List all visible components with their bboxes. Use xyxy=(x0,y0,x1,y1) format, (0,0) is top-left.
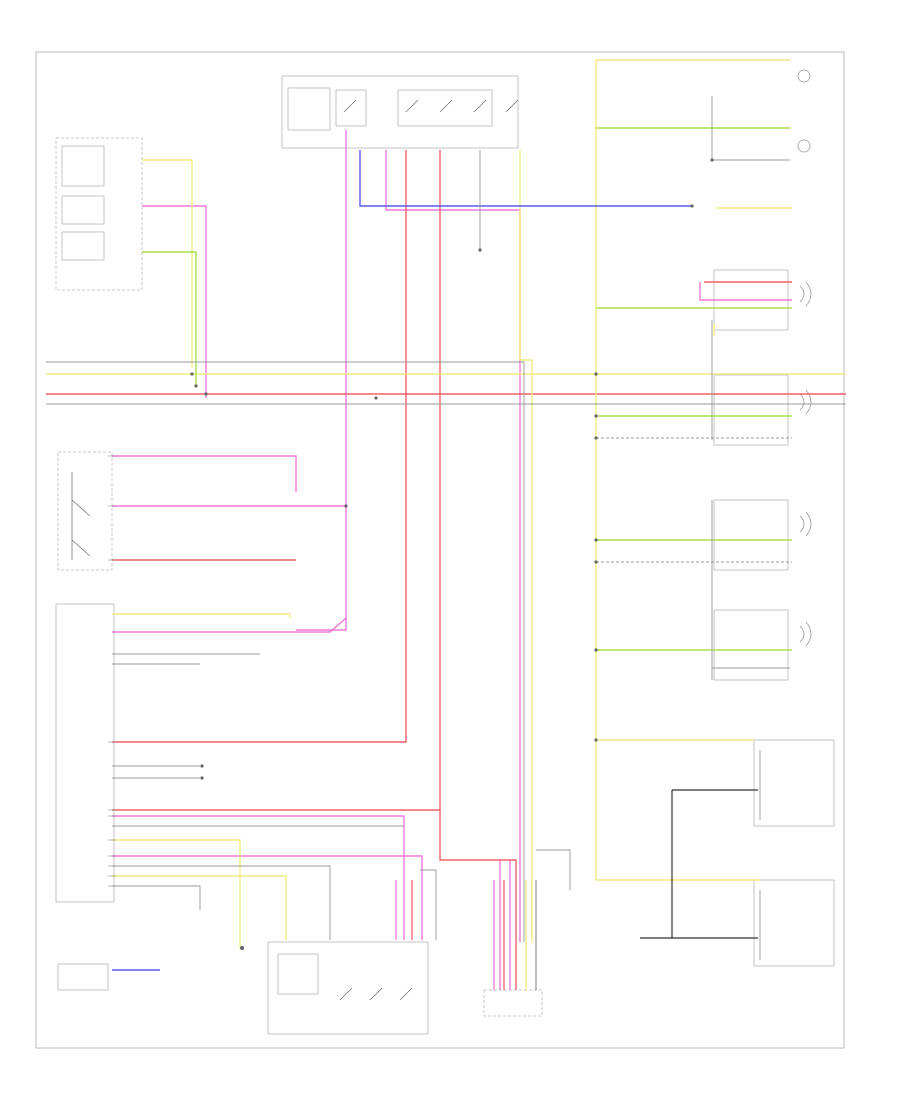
green-wire-top-left xyxy=(142,251,197,386)
bottom-center-connector xyxy=(483,989,543,1017)
switch-contacts xyxy=(71,99,519,1001)
yellow-wire-module xyxy=(112,613,291,618)
red-wires xyxy=(46,150,846,990)
splice-points xyxy=(190,158,714,950)
red-wire-to-bottom xyxy=(439,810,517,990)
bottom-left-connector xyxy=(57,963,109,991)
yellow-wire-left-low xyxy=(112,839,241,948)
black-wires xyxy=(640,789,758,939)
lamp-symbols xyxy=(797,69,812,647)
bottom-connector-wires xyxy=(395,880,537,990)
yellow-wire-center-vertical xyxy=(519,150,533,942)
yellow-wire-right-trunk xyxy=(595,60,760,881)
connector-pins xyxy=(108,455,116,887)
gray-wire-left-module-6 xyxy=(112,865,331,940)
diagram-border xyxy=(35,51,845,1049)
top-fuse-relay-box xyxy=(281,75,519,149)
left-control-module xyxy=(55,603,115,903)
lamp-2-symbol xyxy=(797,139,811,153)
gray-wire-left-module-7 xyxy=(112,885,201,910)
lamp-3-symbol xyxy=(805,281,812,307)
red-wire-vertical-b xyxy=(112,150,441,811)
lamp-5-symbol xyxy=(805,511,812,537)
lamp-4-symbol xyxy=(805,389,812,415)
pink-wire-top-left xyxy=(142,205,207,398)
right-bulb-group-1 xyxy=(753,739,835,827)
pink-wire-vertical-center xyxy=(296,130,347,631)
yellow-wire-top-left xyxy=(142,159,193,368)
right-bulb-group-2 xyxy=(753,879,835,967)
left-switch-box xyxy=(57,451,113,571)
top-fuse-relay-box-inner xyxy=(287,87,331,131)
gray-wire-bus-upper xyxy=(46,361,525,942)
pink-wire-lower xyxy=(112,855,423,940)
pink-wire-right-b xyxy=(112,815,405,940)
pink-wire-right-a xyxy=(699,282,792,301)
pink-wire-switch-2 xyxy=(112,455,297,492)
green-wires xyxy=(142,127,792,651)
component-boxes xyxy=(55,75,835,1035)
blue-wire-top xyxy=(359,150,692,207)
gray-wire-bottom-box-1 xyxy=(536,849,571,890)
pink-wires xyxy=(112,130,792,990)
blue-wires xyxy=(112,150,692,971)
pink-wire-bus xyxy=(385,150,521,942)
right-lamp-block-4 xyxy=(713,609,789,681)
lamp-6-symbol xyxy=(805,621,812,647)
red-wire-vertical-a xyxy=(112,150,407,743)
right-lamp-block-3 xyxy=(713,499,789,571)
left-relay-module xyxy=(55,137,143,291)
yellow-wire-lower-box xyxy=(112,875,287,940)
bottom-center-relay-box xyxy=(267,941,429,1035)
gray-wire-bottom-box-2 xyxy=(420,869,437,940)
yellow-wires xyxy=(46,59,846,948)
gray-wires xyxy=(46,96,846,960)
right-lamp-block-2 xyxy=(713,374,789,446)
black-wire-right-ground-a xyxy=(671,790,758,939)
lamp-1-symbol xyxy=(797,69,811,83)
pink-wire-module-out xyxy=(112,617,347,633)
